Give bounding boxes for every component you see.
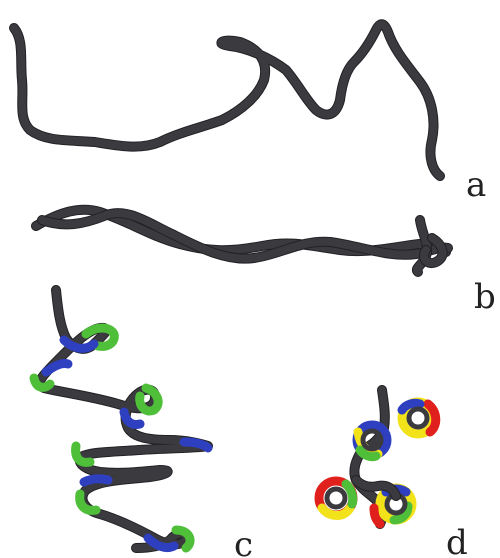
panel-d-compact: d (319, 390, 468, 558)
helix-turn-blue (46, 363, 68, 372)
panel-b-twisted-strand: b (36, 210, 496, 317)
helix-turn-blue (84, 479, 108, 482)
panel-a-random-coil: a (14, 24, 486, 205)
helix-turn-blue (124, 412, 140, 425)
panel-d-label: d (446, 523, 468, 558)
ring-bottom-left (319, 481, 353, 516)
panel-a-label: a (466, 165, 486, 205)
panel-b-label: b (474, 277, 496, 317)
panel-c-label: c (234, 525, 253, 558)
panel-c-helix: c (34, 290, 253, 558)
ring-top-right (402, 402, 436, 434)
